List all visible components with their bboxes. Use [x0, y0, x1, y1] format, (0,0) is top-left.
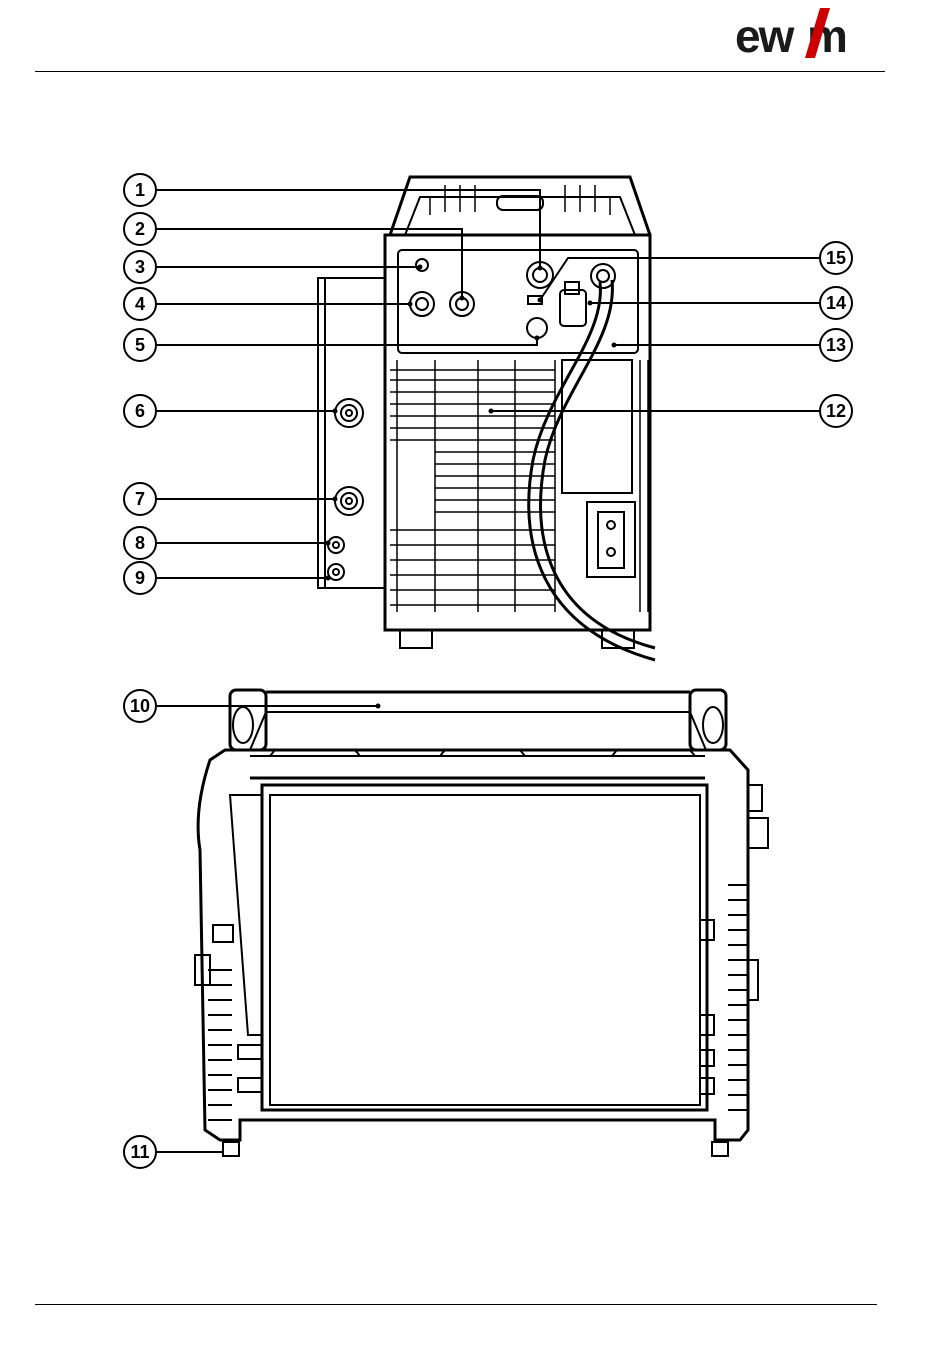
callout-12: 12 — [820, 395, 852, 427]
callout-4: 4 — [124, 288, 156, 320]
svg-text:1: 1 — [135, 180, 145, 200]
callout-11: 11 — [124, 1136, 156, 1168]
callout-2: 2 — [124, 213, 156, 245]
callout-1: 1 — [124, 174, 156, 206]
svg-text:6: 6 — [135, 401, 145, 421]
callout-9: 9 — [124, 562, 156, 594]
callout-15: 15 — [820, 242, 852, 274]
leader-lines — [156, 190, 820, 1152]
callout-10: 10 — [124, 690, 156, 722]
svg-text:11: 11 — [130, 1142, 149, 1162]
callout-14: 14 — [820, 287, 852, 319]
svg-text:8: 8 — [135, 533, 145, 553]
svg-text:5: 5 — [135, 335, 145, 355]
svg-text:9: 9 — [135, 568, 145, 588]
svg-text:13: 13 — [826, 335, 846, 355]
svg-text:12: 12 — [826, 401, 846, 421]
svg-text:14: 14 — [826, 293, 846, 313]
callout-8: 8 — [124, 527, 156, 559]
svg-text:7: 7 — [135, 489, 145, 509]
rear-view-drawing — [318, 177, 655, 660]
callout-13: 13 — [820, 329, 852, 361]
callout-5: 5 — [124, 329, 156, 361]
svg-text:2: 2 — [135, 219, 145, 239]
callout-7: 7 — [124, 483, 156, 515]
side-view-drawing — [195, 690, 768, 1156]
callout-3: 3 — [124, 251, 156, 283]
svg-text:10: 10 — [130, 696, 150, 716]
svg-text:3: 3 — [135, 257, 145, 277]
svg-text:4: 4 — [135, 294, 145, 314]
callout-6: 6 — [124, 395, 156, 427]
svg-text:15: 15 — [826, 248, 846, 268]
